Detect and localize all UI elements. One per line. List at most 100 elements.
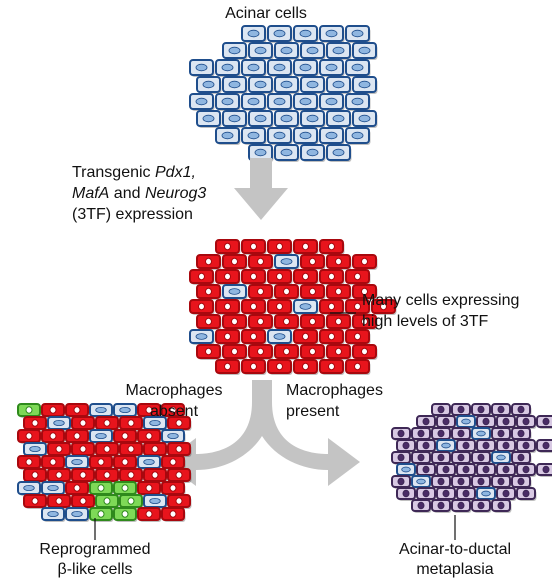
- metaplastic-cell: [436, 463, 457, 477]
- tf-expressing-cell: [119, 442, 144, 457]
- tf-expressing-cell: [267, 269, 293, 285]
- metaplastic-cell: [511, 451, 532, 465]
- metaplastic-cell: [451, 451, 472, 465]
- metaplastic-cell: [416, 439, 437, 453]
- acinar-cell: [319, 93, 345, 111]
- tf-expressing-cell: [167, 442, 192, 457]
- gene-pdx1: Pdx1,: [155, 164, 196, 181]
- tf-expressing-cell: [326, 284, 352, 300]
- acinar-cell: [215, 59, 241, 77]
- metaplastic-cell: [491, 475, 512, 489]
- transgenic-line-3: (3TF) expression: [72, 206, 193, 223]
- acinar-cell: [189, 329, 215, 345]
- acinar-cell: [319, 59, 345, 77]
- acinar-cell: [319, 127, 345, 145]
- acinar-cell: [293, 93, 319, 111]
- tf-expressing-cell: [161, 403, 186, 418]
- tf-expressing-cell: [71, 442, 96, 457]
- reprogrammed-line-1: Reprogrammed: [39, 541, 151, 558]
- tf-expressing-cell: [222, 344, 248, 360]
- acinar-cell: [274, 76, 300, 94]
- tf-expressing-cell: [267, 239, 293, 255]
- acinar-cell: [248, 110, 274, 128]
- acinar-cell: [476, 487, 497, 501]
- acinar-cell: [326, 76, 352, 94]
- down-arrow: [234, 158, 288, 220]
- tf-expressing-cell: [222, 314, 248, 330]
- tf-expressing-cell: [167, 468, 192, 483]
- tf-expressing-cell: [65, 403, 90, 418]
- acinar-cell: [471, 427, 492, 441]
- acinar-cell: [143, 416, 168, 431]
- tf-expressing-cell: [326, 344, 352, 360]
- acinar-cell: [345, 127, 371, 145]
- tf-expressing-cell: [300, 284, 326, 300]
- acinar-cell: [65, 507, 90, 522]
- metaplastic-cell: [511, 403, 532, 417]
- tf-expressing-cell: [41, 455, 66, 470]
- acinar-cell: [143, 494, 168, 509]
- acinar-cell: [300, 42, 326, 60]
- tf-expressing-cell: [274, 344, 300, 360]
- tf-expressing-cell: [274, 314, 300, 330]
- tf-expressing-cell: [65, 429, 90, 444]
- acinar-cell: [17, 481, 42, 496]
- tf-expressing-cell: [196, 344, 222, 360]
- tf-expressing-cell: [95, 416, 120, 431]
- metaplastic-cell: [516, 463, 537, 477]
- tf-expressing-cell: [352, 284, 378, 300]
- acinar-cell: [248, 76, 274, 94]
- macrophages-present-line-2: present: [286, 403, 340, 420]
- tf-expressing-cell: [352, 314, 378, 330]
- tf-expressing-cell: [189, 269, 215, 285]
- tf-expressing-cell: [161, 481, 186, 496]
- acinar-cell: [293, 299, 319, 315]
- acinar-cell: [352, 76, 378, 94]
- metaplastic-cell: [536, 415, 552, 429]
- acinar-cell: [222, 76, 248, 94]
- tf-expressing-cell: [215, 269, 241, 285]
- tf-expressing-cell: [119, 416, 144, 431]
- acinar-cell: [352, 42, 378, 60]
- tf-expressing-cell: [267, 299, 293, 315]
- tf-expressing-cell: [267, 359, 293, 375]
- acinar-cell: [65, 455, 90, 470]
- tf-expressing-cell: [326, 314, 352, 330]
- acinar-cell: [222, 110, 248, 128]
- tf-expressing-cell: [319, 239, 345, 255]
- tf-expressing-cell: [196, 254, 222, 270]
- metaplastic-cell: [496, 439, 517, 453]
- acinar-cell: [326, 110, 352, 128]
- gene-mafa: MafA: [72, 185, 110, 202]
- tf-expressing-cell: [319, 359, 345, 375]
- metaplastic-cell: [411, 499, 432, 513]
- metaplastic-cell: [476, 415, 497, 429]
- tf-expressing-cell: [319, 329, 345, 345]
- metaplastic-cell: [536, 439, 552, 453]
- acinar-cell: [41, 481, 66, 496]
- metaplastic-cell: [471, 403, 492, 417]
- metaplastic-cell: [451, 427, 472, 441]
- acinar-cell: [274, 42, 300, 60]
- tf-expressing-cell: [71, 494, 96, 509]
- acinar-cell: [41, 507, 66, 522]
- acinar-cell: [491, 451, 512, 465]
- metaplastic-cell: [496, 463, 517, 477]
- metaplastic-cell: [511, 427, 532, 441]
- metaplastic-cell: [471, 475, 492, 489]
- acinar-cell: [222, 42, 248, 60]
- metaplastic-cell: [411, 451, 432, 465]
- metaplastic-cell: [516, 487, 537, 501]
- tf-expressing-cell: [345, 359, 371, 375]
- acinar-cell: [267, 93, 293, 111]
- acinar-cell: [319, 25, 345, 43]
- acinar-cell: [189, 93, 215, 111]
- tf-expressing-cell: [352, 254, 378, 270]
- tf-expressing-cell: [241, 269, 267, 285]
- acinar-cell: [241, 59, 267, 77]
- acinar-cell: [23, 442, 48, 457]
- metaplastic-cell: [431, 499, 452, 513]
- tf-expressing-cell: [113, 429, 138, 444]
- tf-expressing-cell: [345, 329, 371, 345]
- acinar-cell: [352, 110, 378, 128]
